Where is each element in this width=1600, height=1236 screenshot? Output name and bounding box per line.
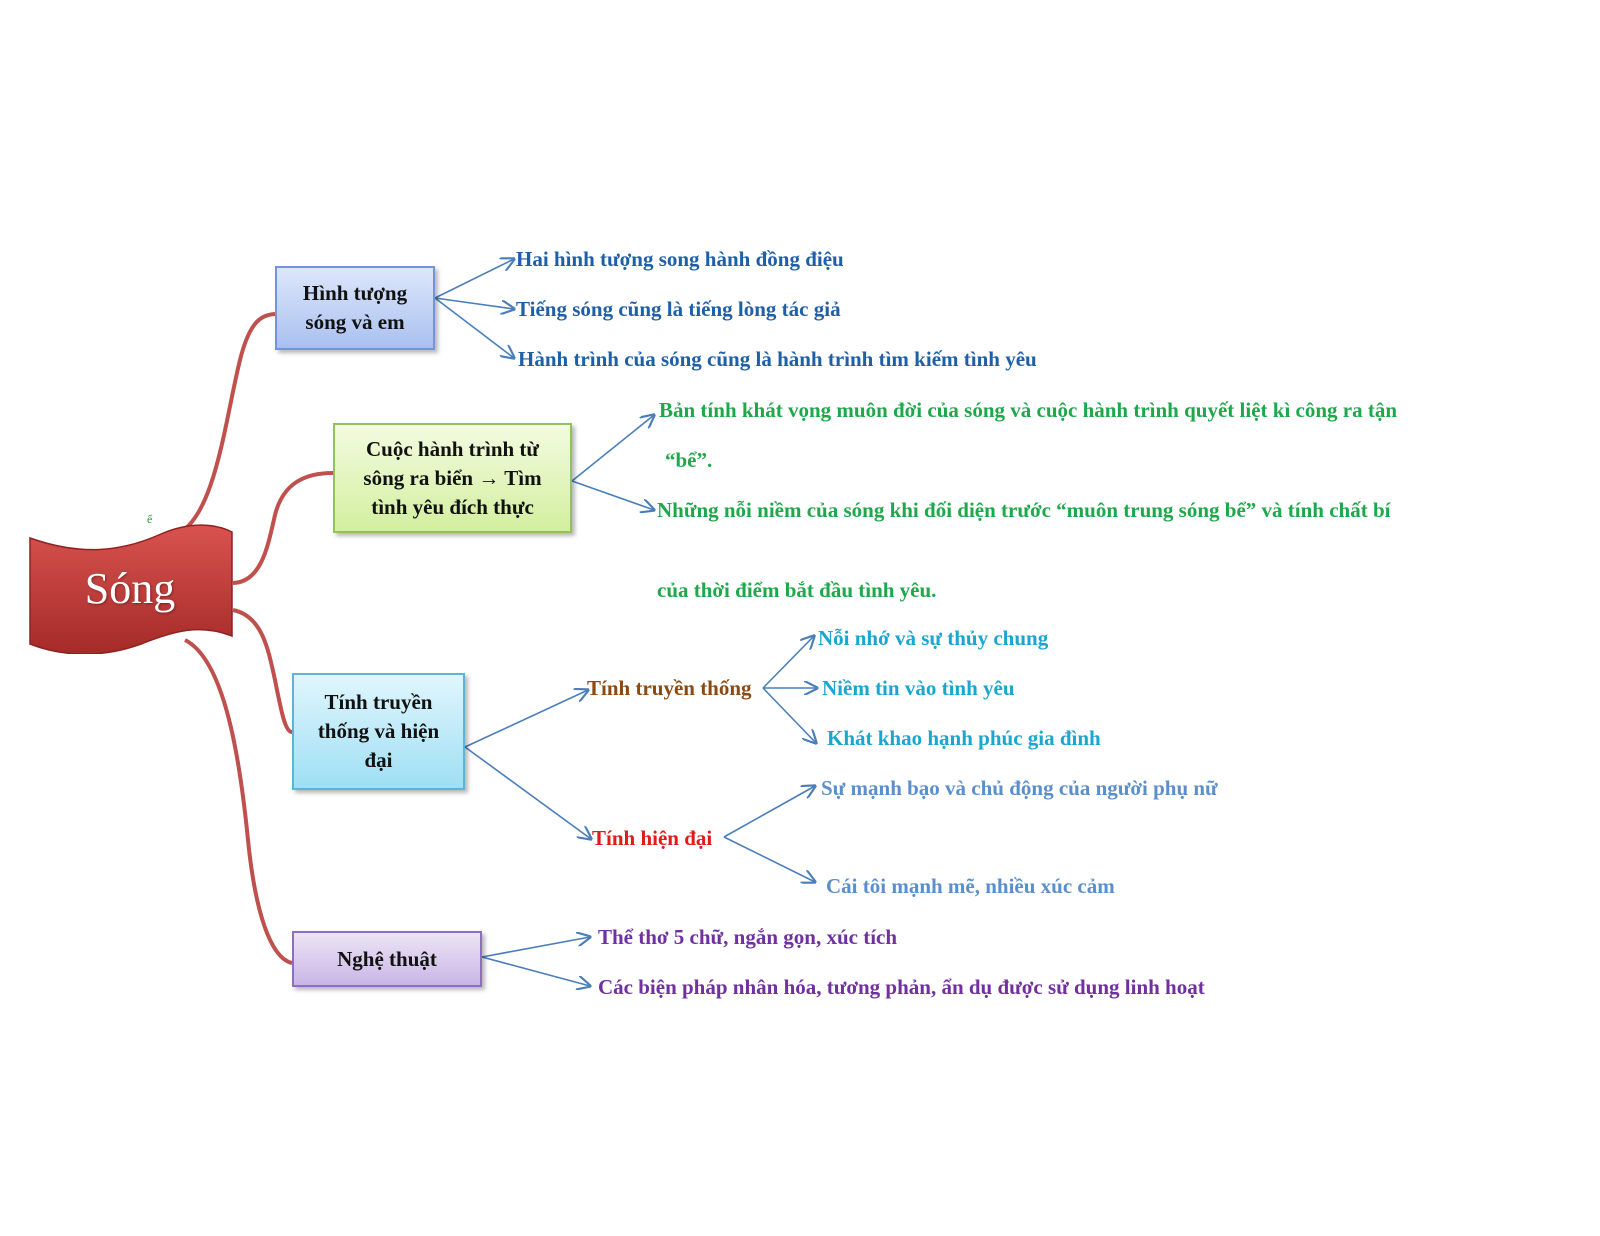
arrow-b1-3 [434, 297, 514, 358]
arrow-b2-2 [571, 480, 654, 510]
arrow-mod-1 [723, 786, 815, 838]
arrow-art-2 [481, 956, 590, 986]
arrow-mod-2 [723, 836, 815, 882]
arrow-b1-1 [434, 259, 514, 299]
branch-box-nghe-thuat: Nghệ thuật [292, 931, 482, 987]
arrow-b1-2 [434, 297, 514, 309]
sub-label-hien-dai: Tính hiện đại [592, 826, 713, 850]
branch2-line-4: của thời điểm bắt đầu tình yêu. [657, 578, 937, 602]
branch2-line-2: “bể”. [665, 448, 713, 472]
modern-item-1: Sự mạnh bạo và chủ động của người phụ nữ [821, 776, 1218, 800]
sub-label-truyen-thong: Tính truyền thống [587, 676, 752, 700]
branch1-item-1: Hai hình tượng song hành đồng điệu [516, 247, 844, 271]
traditional-item-1: Nỗi nhớ và sự thủy chung [818, 626, 1049, 650]
arrow-trad-1 [762, 636, 814, 689]
curve-to-branch-4 [184, 638, 293, 965]
central-title: Sóng [84, 563, 176, 613]
traditional-item-2: Niềm tin vào tình yêu [822, 676, 1015, 700]
branch1-item-2: Tiếng sóng cũng là tiếng lòng tác giả [516, 297, 841, 321]
curve-to-branch-1 [174, 312, 276, 537]
curve-to-branch-2 [232, 471, 334, 585]
traditional-item-3: Khát khao hạnh phúc gia đình [827, 726, 1101, 750]
branch-box-hinh-tuong: Hình tượng sóng và em [275, 266, 435, 350]
branch-box-truyen-thong-hien-dai: Tính truyền thống và hiện đại [292, 673, 465, 790]
curve-to-branch-3 [232, 608, 293, 734]
central-node: Sóng [26, 522, 234, 654]
arrow-b3-modern [464, 746, 591, 839]
branch-box-cuoc-hanh-trinh: Cuộc hành trình từ sông ra biển → Tìm tì… [333, 423, 572, 533]
arrow-b2-1 [571, 415, 654, 482]
modern-item-2: Cái tôi mạnh mẽ, nhiều xúc cảm [826, 874, 1115, 898]
arrow-trad-3 [762, 687, 816, 743]
arrow-art-1 [481, 937, 590, 958]
stray-mark: ể [147, 512, 153, 526]
art-item-1: Thể thơ 5 chữ, ngắn gọn, xúc tích [598, 925, 898, 949]
central-banner-shape [29, 524, 233, 654]
art-item-2: Các biện pháp nhân hóa, tương phản, ẩn d… [598, 975, 1205, 999]
branch2-line-3: Những nỗi niềm của sóng khi đối diện trư… [657, 498, 1391, 522]
branch2-line-1: Bản tính khát vọng muôn đời của sóng và … [659, 398, 1398, 422]
arrow-b3-traditional [464, 690, 588, 748]
branch1-item-3: Hành trình của sóng cũng là hành trình t… [518, 347, 1037, 371]
